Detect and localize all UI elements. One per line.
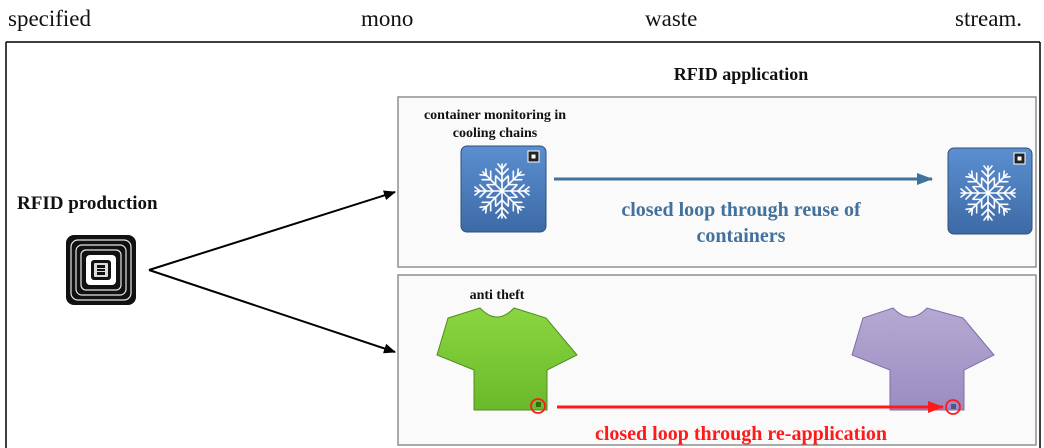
reapplication-loop-text: closed loop through re-application bbox=[595, 423, 887, 445]
reuse-loop-text-1: closed loop through reuse of bbox=[621, 199, 861, 221]
anti-theft-panel: anti theft closed loop through re-applic… bbox=[397, 274, 1037, 446]
header-word-4: stream. bbox=[955, 6, 1023, 31]
tshirt-icon bbox=[851, 307, 995, 411]
rfid-production-label: RFID production bbox=[17, 193, 158, 214]
cooling-chain-label-2: cooling chains bbox=[453, 126, 538, 141]
header-word-3: waste bbox=[645, 6, 698, 31]
tshirt-icon bbox=[436, 307, 578, 411]
arrow-to-anti-theft bbox=[148, 269, 396, 354]
header-word-1: specified bbox=[8, 6, 92, 31]
rfid-tag-marker bbox=[530, 398, 546, 414]
header-text-line: specified mono waste stream. bbox=[8, 6, 1038, 38]
header-word-2: mono bbox=[361, 6, 414, 31]
snowflake-icon bbox=[947, 147, 1033, 235]
rfid-application-title: RFID application bbox=[674, 64, 809, 84]
figure-frame bbox=[5, 41, 1041, 448]
arrow-to-cooling-chain bbox=[148, 190, 396, 271]
cooling-chain-panel: container monitoring in cooling chains c… bbox=[397, 96, 1037, 268]
reuse-loop-text-2: containers bbox=[697, 225, 786, 247]
rfid-tag-marker bbox=[945, 399, 961, 415]
rfid-chip-icon bbox=[66, 235, 136, 305]
snowflake-icon bbox=[460, 145, 547, 233]
anti-theft-label: anti theft bbox=[470, 288, 525, 303]
cooling-chain-label-1: container monitoring in bbox=[424, 108, 566, 123]
